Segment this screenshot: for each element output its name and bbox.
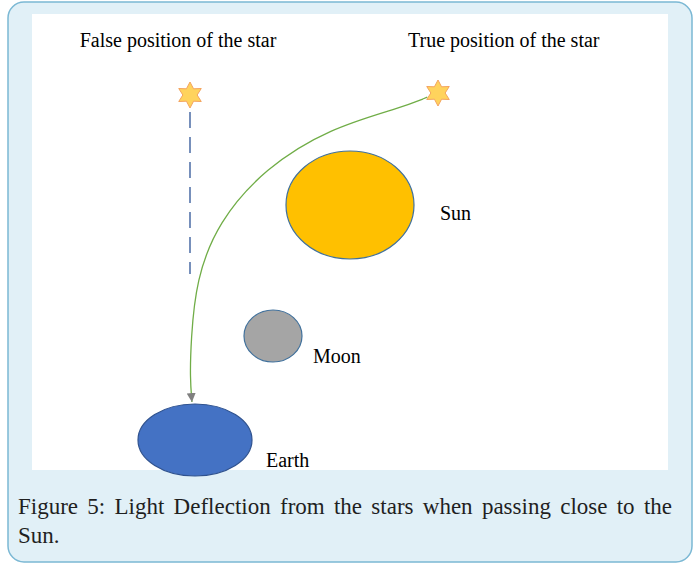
caption-box bbox=[8, 2, 692, 562]
star-shape: False position of the star bbox=[176, 81, 204, 109]
earth-shape-outline bbox=[137, 403, 253, 477]
node-label: False position of the star bbox=[80, 28, 277, 52]
earth-shape: Earth bbox=[137, 403, 253, 477]
star-icon bbox=[179, 82, 202, 108]
line-of-sight bbox=[189, 112, 190, 274]
star-shape-outline bbox=[424, 79, 452, 107]
moon-shape-fill bbox=[244, 310, 302, 362]
star-shape-outline bbox=[176, 81, 204, 109]
moon-shape-outline bbox=[243, 309, 303, 363]
sun-shape: Sun bbox=[285, 150, 415, 260]
figure-caption: Figure 5: Light Deflection from the star… bbox=[18, 492, 672, 550]
sun-shape-outline bbox=[285, 150, 415, 260]
star-icon bbox=[427, 80, 450, 106]
node-label: Sun bbox=[440, 201, 471, 225]
node-label: Moon bbox=[313, 344, 361, 368]
figure-area bbox=[32, 14, 668, 470]
star-shape: True position of the star bbox=[424, 79, 452, 107]
sun-shape-fill bbox=[286, 151, 414, 259]
node-label: Earth bbox=[266, 448, 309, 472]
moon-shape: Moon bbox=[243, 309, 303, 363]
node-label: True position of the star bbox=[408, 28, 599, 52]
earth-shape-fill bbox=[138, 404, 252, 476]
light-path bbox=[190, 97, 427, 402]
